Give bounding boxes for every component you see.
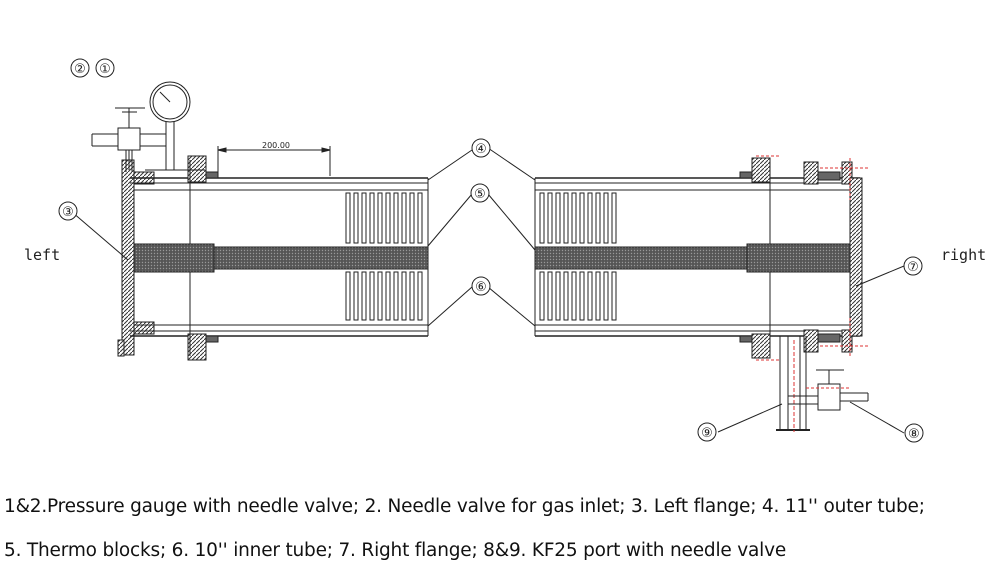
thermo-block-plate [353, 192, 359, 244]
thermo-block-plate [361, 271, 367, 321]
thermo-block-plate [417, 271, 423, 321]
svg-text:⑤: ⑤ [474, 187, 486, 202]
thermo-block-plate [385, 271, 391, 321]
kf25-port [776, 336, 818, 432]
thermo-block-plate [345, 271, 351, 321]
thermo-block-plate [369, 192, 375, 244]
thermo-block-plate [409, 271, 415, 321]
caption-line-1: 1&2.Pressure gauge with needle valve; 2.… [4, 496, 925, 517]
thermo-block-plate [579, 192, 585, 244]
thermo-blocks-left [345, 192, 423, 321]
left-assembly [91, 81, 429, 361]
right-label: right [941, 246, 986, 264]
svg-text:①: ① [99, 62, 111, 77]
thermo-block-plate [603, 271, 609, 321]
needle-valve-left [91, 107, 166, 172]
svg-text:⑧: ⑧ [908, 427, 920, 442]
thermo-block-plate [603, 192, 609, 244]
thermo-block-plate [611, 192, 617, 244]
thermo-block-plate [595, 271, 601, 321]
outer-tube-left [130, 177, 428, 337]
thermo-block-plate [571, 192, 577, 244]
svg-text:②: ② [74, 62, 86, 77]
callout-2: ② [70, 58, 90, 78]
thermo-block-plate [369, 271, 375, 321]
callout-9: ⑨ [697, 422, 717, 442]
thermo-block-plate [401, 192, 407, 244]
svg-text:④: ④ [475, 142, 487, 157]
left-label: left [24, 246, 60, 264]
thermo-block-plate [547, 192, 553, 244]
thermo-block-plate [393, 192, 399, 244]
furnace-tube-diagram: ② ① ③ ④ ⑤ ⑥ ⑦ ⑧ [24, 58, 986, 443]
thermo-blocks-right [539, 192, 617, 321]
thermo-block-plate [563, 192, 569, 244]
dimension-200 [217, 146, 331, 176]
thermo-rod-right [534, 243, 851, 273]
thermo-block-plate [595, 192, 601, 244]
thermo-block-plate [555, 271, 561, 321]
callout-7: ⑦ [903, 256, 923, 276]
thermo-block-plate [539, 192, 545, 244]
thermo-rod-left [133, 243, 429, 273]
thermo-block-plate [587, 192, 593, 244]
dimension-label: 200.00 [262, 141, 290, 150]
right-assembly [534, 155, 869, 432]
thermo-block-plate [393, 271, 399, 321]
thermo-block-plate [563, 271, 569, 321]
svg-text:⑥: ⑥ [475, 280, 487, 295]
thermo-block-plate [579, 271, 585, 321]
thermo-block-plate [417, 192, 423, 244]
thermo-block-plate [353, 271, 359, 321]
thermo-block-plate [361, 192, 367, 244]
caption-line-2: 5. Thermo blocks; 6. 10'' inner tube; 7.… [4, 540, 787, 561]
leader-lines [71, 147, 905, 434]
svg-text:⑨: ⑨ [701, 426, 713, 441]
callout-1: ① [95, 58, 115, 78]
thermo-block-plate [377, 192, 383, 244]
inner-tube-right [535, 189, 850, 326]
callout-5: ⑤ [470, 183, 490, 203]
callout-4: ④ [471, 138, 491, 158]
svg-text:⑦: ⑦ [907, 260, 919, 275]
thermo-block-plate [611, 271, 617, 321]
callout-3: ③ [58, 201, 78, 221]
thermo-block-plate [539, 271, 545, 321]
thermo-block-plate [547, 271, 553, 321]
callout-8: ⑧ [904, 423, 924, 443]
thermo-block-plate [401, 271, 407, 321]
callout-6: ⑥ [471, 276, 491, 296]
svg-text:③: ③ [62, 205, 74, 220]
thermo-block-plate [345, 192, 351, 244]
callouts: ② ① ③ ④ ⑤ ⑥ ⑦ ⑧ [58, 58, 924, 443]
thermo-block-plate [587, 271, 593, 321]
needle-valve-right [806, 369, 869, 411]
thermo-block-plate [555, 192, 561, 244]
thermo-block-plate [409, 192, 415, 244]
thermo-block-plate [377, 271, 383, 321]
thermo-block-plate [385, 192, 391, 244]
thermo-block-plate [571, 271, 577, 321]
